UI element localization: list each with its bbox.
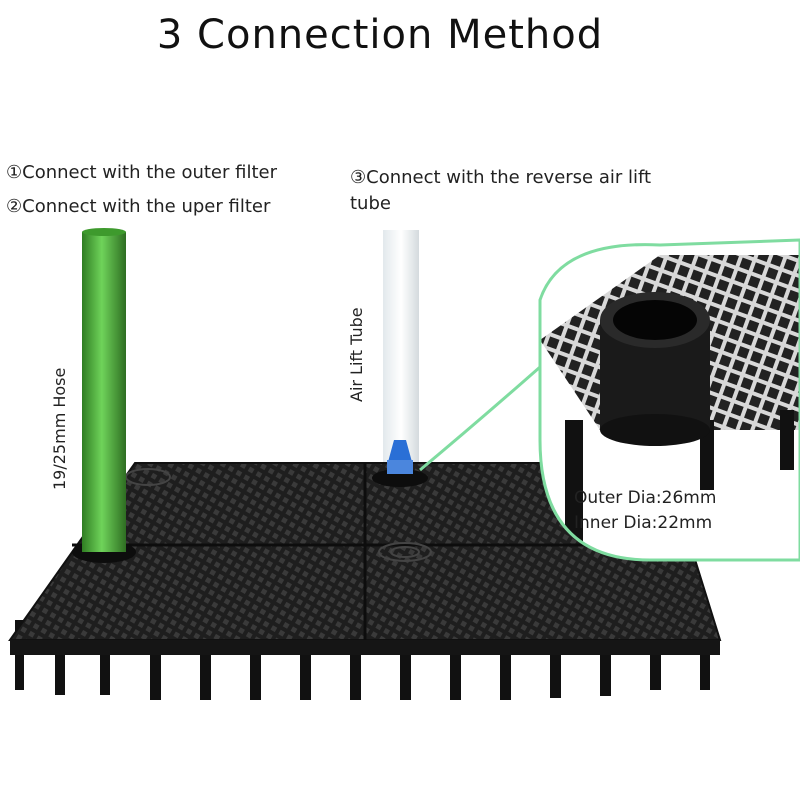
outer-dia-label: Outer Dia:26mm: [574, 488, 717, 508]
hose-label: 19/25mm Hose: [50, 367, 69, 490]
inner-dia-label: Inner Dia:22mm: [574, 513, 713, 533]
air-tube-label: Air Lift Tube: [347, 307, 366, 402]
method-outer-filter: ①Connect with the outer filter: [6, 162, 278, 183]
page-title: 3 Connection Method: [156, 12, 604, 58]
air-lift-tube: [383, 230, 419, 462]
callout-detail: [540, 240, 800, 560]
nozzle: [388, 440, 412, 462]
method-uper-filter: ②Connect with the uper filter: [6, 196, 271, 217]
method-air-lift-tube: ③Connect with the reverse air lift tube: [350, 167, 652, 214]
hose: [82, 232, 126, 552]
